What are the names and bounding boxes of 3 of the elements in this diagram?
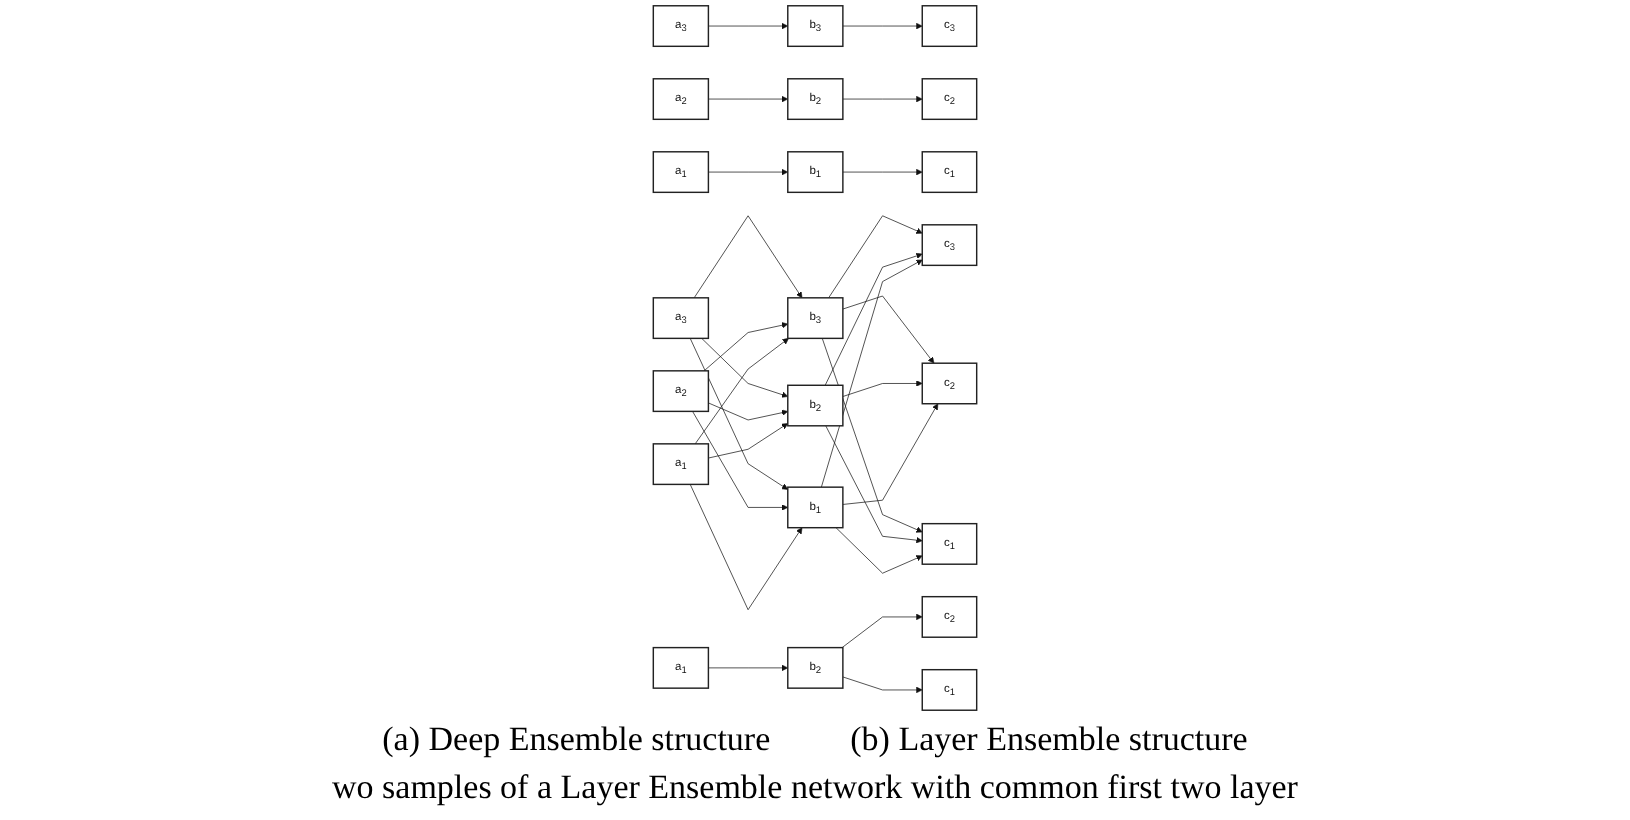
figure-caption: (b) Layer Ensemble structure	[850, 720, 1248, 760]
figure-caption: wo samples of a Layer Ensemble network with common first two layer	[332, 768, 1298, 808]
figure-caption: (a) Deep Ensemble structure	[382, 720, 771, 760]
